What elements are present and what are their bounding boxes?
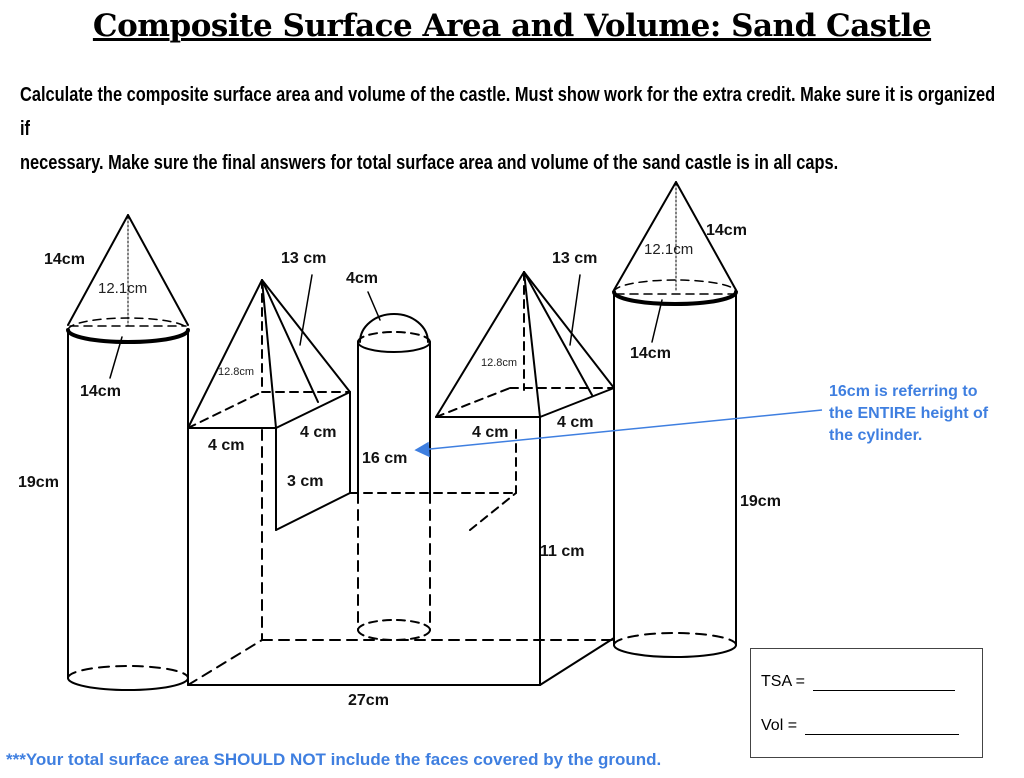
left-diameter-pointer: [109, 336, 123, 379]
right-pyramid: [435, 271, 615, 418]
note-line-2: the ENTIRE height of: [829, 405, 989, 422]
right-diameter-pointer: [651, 299, 663, 343]
left-prism-height-label: 3 cm: [287, 473, 323, 490]
tsa-answer-line[interactable]: [813, 676, 956, 691]
right-cone: [612, 181, 738, 306]
vol-row: Vol =: [761, 717, 960, 735]
left-prism: [275, 391, 351, 531]
vol-answer-line[interactable]: [805, 720, 960, 735]
base-prism: [187, 416, 615, 686]
middle-cylinder: [357, 313, 431, 641]
base-length-label: 27cm: [348, 692, 389, 709]
right-prism-depth-label: 4 cm: [557, 414, 593, 431]
left-cone-height-label: 12.1cm: [98, 280, 147, 297]
right-cylinder: [613, 291, 737, 658]
vol-label: Vol =: [761, 717, 802, 734]
right-cone-height-label: 12.1cm: [644, 241, 693, 258]
dome-diameter-label: 4cm: [346, 270, 378, 287]
left-cone-slant-label: 14cm: [44, 251, 85, 268]
footer-note: ***Your total surface area SHOULD NOT in…: [6, 750, 662, 769]
right-prism-side-label: 4 cm: [472, 424, 508, 441]
page-title: Composite Surface Area and Volume: Sand …: [92, 8, 932, 44]
left-slant-pointer: [299, 274, 313, 346]
tsa-row: TSA =: [761, 673, 956, 691]
instructions: Calculate the composite surface area and…: [20, 78, 1004, 180]
left-cylinder-height-label: 19cm: [18, 474, 59, 491]
instructions-line-2: necessary. Make sure the final answers f…: [20, 152, 839, 174]
left-pyramid-slant-label: 13 cm: [281, 250, 326, 267]
right-cone-slant-label: 14cm: [706, 222, 747, 239]
right-slant-pointer: [569, 274, 581, 346]
right-cylinder-height-label: 19cm: [740, 493, 781, 510]
left-cone: [66, 214, 190, 344]
right-cylinder-diameter-label: 14cm: [630, 345, 671, 362]
left-prism-side-label: 4 cm: [208, 437, 244, 454]
left-prism-depth-label: 4 cm: [300, 424, 336, 441]
middle-cylinder-height-label: 16 cm: [362, 450, 407, 467]
dome-pointer: [367, 291, 381, 321]
right-base-height-label: 11 cm: [540, 543, 584, 560]
answer-box: TSA = Vol =: [750, 648, 983, 758]
instructions-line-1: Calculate the composite surface area and…: [20, 84, 996, 140]
left-pyramid: [187, 279, 351, 429]
note-line-3: the cylinder.: [829, 427, 922, 444]
left-pyramid-height-label: 12.8cm: [218, 366, 254, 378]
note-arrow: [414, 409, 823, 458]
left-cylinder-diameter-label: 14cm: [80, 383, 121, 400]
right-pyramid-height-label: 12.8cm: [481, 357, 517, 369]
note-line-1: 16cm is referring to: [829, 383, 978, 400]
tsa-label: TSA =: [761, 673, 810, 690]
right-pyramid-slant-label: 13 cm: [552, 250, 597, 267]
